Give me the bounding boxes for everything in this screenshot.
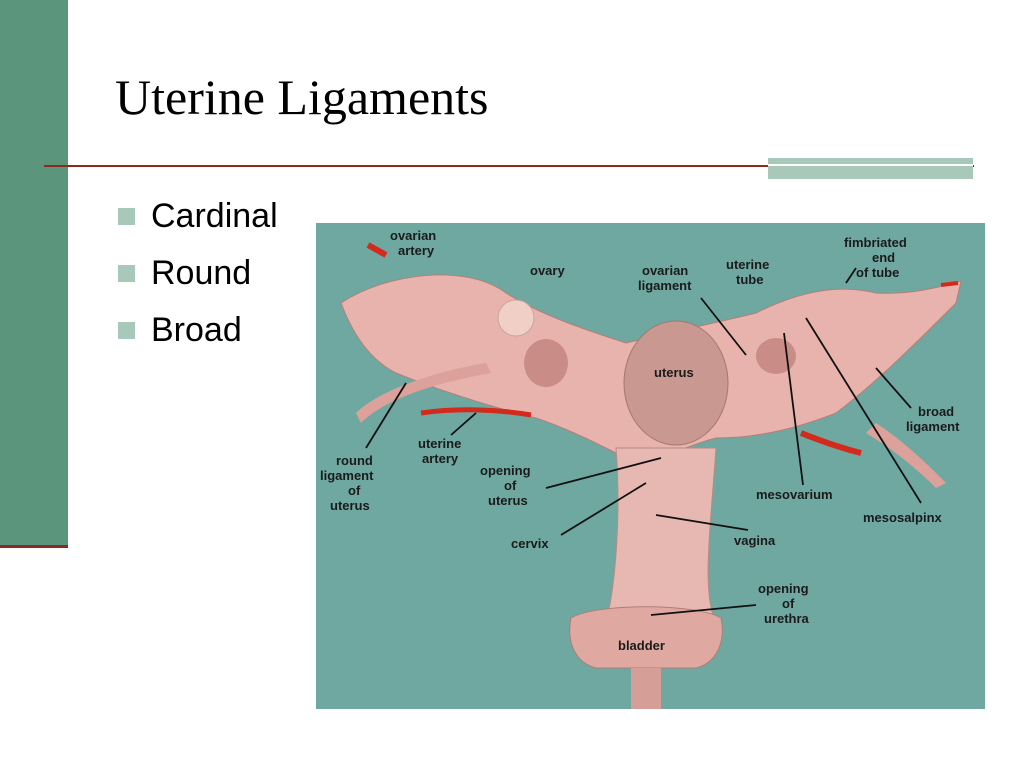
arrow-mesosalpinx xyxy=(805,317,922,504)
side-accent-rule xyxy=(0,545,68,548)
label-vagina: vagina xyxy=(734,533,776,548)
vagina-shape xyxy=(605,447,717,624)
arrow-fimbriated-end xyxy=(845,267,857,284)
right-uterine-artery-shape xyxy=(799,430,862,456)
bullet-text: Broad xyxy=(151,311,242,349)
urethra-shape xyxy=(631,668,661,709)
bullet-item: Broad xyxy=(118,302,278,359)
bullet-list: Cardinal Round Broad xyxy=(118,188,278,359)
ovarian-artery-shape xyxy=(366,242,388,258)
side-accent-bar xyxy=(0,0,68,545)
round-ligament-shape xyxy=(356,363,491,423)
title-divider xyxy=(44,165,974,167)
label-ovary: ovary xyxy=(530,263,565,278)
bullet-item: Round xyxy=(118,245,278,302)
arrow-round-ligament xyxy=(365,382,407,449)
slide-title: Uterine Ligaments xyxy=(115,69,489,125)
uterus-shape xyxy=(623,320,729,446)
accent-strip xyxy=(768,158,973,179)
arrow-opening-of-uterus xyxy=(545,457,662,489)
bullet-text: Cardinal xyxy=(151,197,278,235)
right-ovary-shape xyxy=(756,338,796,374)
left-ovary-shape xyxy=(524,339,568,387)
bullet-item: Cardinal xyxy=(118,188,278,245)
label-bladder: bladder xyxy=(618,638,665,653)
bullet-square-icon xyxy=(118,265,135,282)
arrow-cervix xyxy=(560,482,647,536)
left-fimbriae-shape xyxy=(497,299,535,337)
arrow-opening-of-urethra xyxy=(650,604,757,616)
bladder-shape xyxy=(569,606,723,669)
arrow-broad-ligament xyxy=(875,367,912,409)
bullet-square-icon xyxy=(118,208,135,225)
label-cervix: cervix xyxy=(511,536,549,551)
arrow-vagina xyxy=(655,514,749,531)
arrow-ovarian-ligament xyxy=(700,297,747,356)
bullet-text: Round xyxy=(151,254,252,292)
right-tube-artery-shape xyxy=(940,281,959,287)
right-strand-shape xyxy=(866,423,946,488)
bullet-square-icon xyxy=(118,322,135,339)
label-uterus: uterus xyxy=(654,365,694,380)
arrow-uterine-artery xyxy=(450,412,477,436)
uterine-artery-shape xyxy=(420,407,532,418)
label-mesovarium: mesovarium xyxy=(756,487,833,502)
label-mesosalpinx: mesosalpinx xyxy=(863,510,943,525)
arrow-mesovarium xyxy=(783,332,804,486)
